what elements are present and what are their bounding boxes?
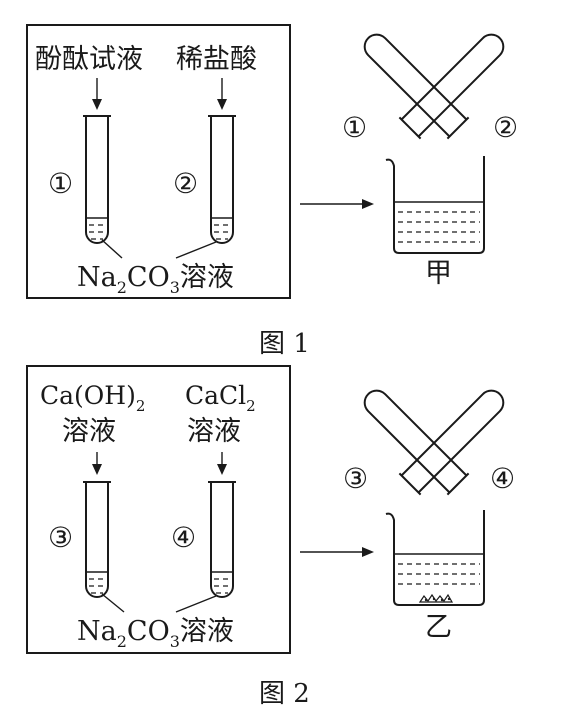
fig1-arrow2 xyxy=(217,78,227,110)
fig2-reagent3-line1: Ca(OH)2 xyxy=(40,381,145,415)
fig2-caption: 图 2 xyxy=(259,679,310,709)
fig2-frame xyxy=(26,365,291,654)
fig2-precipitate xyxy=(418,593,454,603)
fig1-test-tube-2 xyxy=(208,115,236,244)
fig2-reagent4-line2: 溶液 xyxy=(187,416,241,447)
fig1-tube2-number: ② xyxy=(173,167,198,200)
fig2-pour-label-4: ④ xyxy=(490,462,515,495)
fig2-pour-label-3: ③ xyxy=(343,462,368,495)
fig2-beaker xyxy=(385,510,485,606)
fig1-tube1-number: ① xyxy=(48,167,73,200)
fig1-beaker xyxy=(385,156,485,254)
fig1-pour-tube-right xyxy=(363,33,470,140)
fig2-leader2 xyxy=(175,595,217,613)
fig2-reagent3-line2: 溶液 xyxy=(62,416,116,447)
fig2-arrow3 xyxy=(92,452,102,475)
fig1-transfer-arrow xyxy=(300,199,374,209)
fig2-tube3-number: ③ xyxy=(48,521,73,554)
fig1-pour-label-1: ① xyxy=(342,111,367,144)
fig1-reagent1-label: 酚酞试液 xyxy=(35,44,143,75)
fig1-caption: 图 1 xyxy=(259,329,310,359)
fig1-test-tube-1 xyxy=(83,115,111,244)
fig2-pour-tube-left xyxy=(398,389,505,496)
fig1-frame xyxy=(26,24,291,299)
fig2-test-tube-3 xyxy=(83,481,111,598)
fig2-test-tube-4 xyxy=(208,481,236,598)
fig2-leader1 xyxy=(101,593,125,613)
fig1-solution-label: Na2CO3溶液 xyxy=(77,262,234,297)
fig2-pour-tube-right xyxy=(363,389,470,496)
fig1-pour-label-2: ② xyxy=(493,111,518,144)
fig2-beaker-label: 乙 xyxy=(425,612,452,643)
fig2-tube4-number: ④ xyxy=(171,521,196,554)
fig1-arrow1 xyxy=(92,78,102,110)
fig1-leader1 xyxy=(101,239,123,259)
fig2-transfer-arrow xyxy=(300,547,374,557)
fig1-reagent2-label: 稀盐酸 xyxy=(176,44,257,75)
fig2-arrow4 xyxy=(217,452,227,475)
fig2-solution-label: Na2CO3溶液 xyxy=(77,616,234,651)
fig1-beaker-label: 甲 xyxy=(425,258,452,289)
fig2-reagent4-line1: CaCl2 xyxy=(185,381,256,415)
fig1-leader2 xyxy=(175,241,217,259)
fig1-pour-tube-left xyxy=(398,33,505,140)
